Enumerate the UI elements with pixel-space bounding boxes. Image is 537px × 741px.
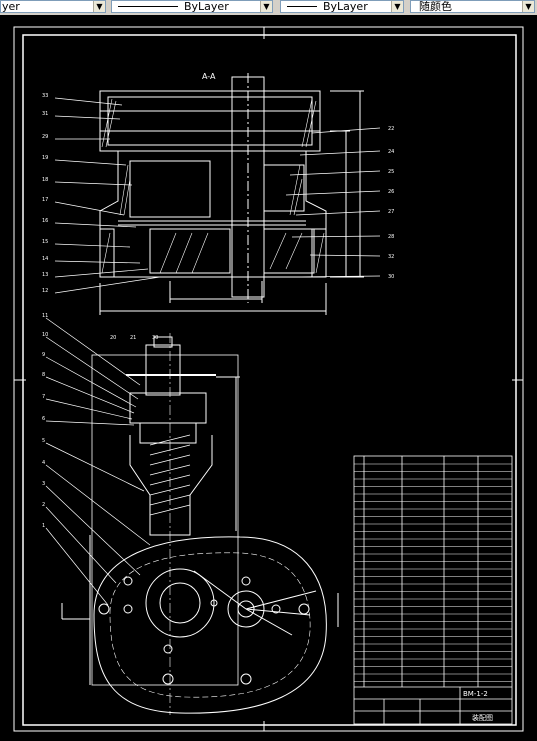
outer-frame bbox=[13, 26, 524, 732]
section-view-a-a bbox=[99, 73, 364, 315]
lineweight-sample-line bbox=[287, 6, 317, 7]
bottom-leaders bbox=[45, 317, 151, 606]
parts-list-table bbox=[353, 455, 513, 725]
callout-number: 17 bbox=[42, 197, 48, 203]
chevron-down-icon[interactable]: ▼ bbox=[522, 1, 534, 12]
color-control-dropdown[interactable]: 随颜色 ▼ bbox=[410, 0, 535, 13]
top-leaders-right bbox=[285, 127, 381, 278]
callout-number: 30 bbox=[152, 335, 158, 341]
callout-number: 25 bbox=[388, 169, 394, 175]
assembly-drawing: A-A BM-1-2 装配图 3331291918171615141312222… bbox=[13, 26, 524, 732]
chevron-down-icon[interactable]: ▼ bbox=[391, 1, 403, 12]
chevron-down-icon[interactable]: ▼ bbox=[260, 1, 272, 12]
callout-number: 3 bbox=[42, 481, 45, 487]
callout-number: 20 bbox=[110, 335, 116, 341]
color-control-value: 随颜色 bbox=[419, 0, 452, 13]
top-leaders-left bbox=[54, 97, 161, 294]
drawing-number: BM-1-2 bbox=[463, 690, 488, 698]
lineweight-control-dropdown[interactable]: ByLayer ▼ bbox=[280, 0, 404, 13]
front-view bbox=[61, 333, 339, 715]
callout-number: 19 bbox=[42, 155, 48, 161]
callout-number: 24 bbox=[388, 149, 394, 155]
callout-number: 16 bbox=[42, 218, 48, 224]
layer-control-dropdown[interactable]: yer ▼ bbox=[0, 0, 106, 13]
drawing-title: 装配图 bbox=[472, 713, 493, 722]
lineweight-control-value: ByLayer bbox=[323, 0, 368, 13]
callout-number: 11 bbox=[42, 313, 48, 319]
callout-number: 14 bbox=[42, 256, 48, 262]
callout-number: 4 bbox=[42, 460, 45, 466]
callout-number: 31 bbox=[42, 111, 48, 117]
linetype-sample-line bbox=[118, 6, 178, 7]
callout-number: 22 bbox=[388, 126, 394, 132]
callout-number: 30 bbox=[388, 274, 394, 280]
callout-number: 9 bbox=[42, 352, 45, 358]
callout-number: 21 bbox=[130, 335, 136, 341]
callout-number: 2 bbox=[42, 502, 45, 508]
callout-number: 15 bbox=[42, 239, 48, 245]
callout-number: 8 bbox=[42, 372, 45, 378]
callout-number: 1 bbox=[42, 523, 45, 529]
callout-number: 27 bbox=[388, 209, 394, 215]
callout-number: 18 bbox=[42, 177, 48, 183]
callout-number: 7 bbox=[42, 394, 45, 400]
linetype-control-dropdown[interactable]: ByLayer ▼ bbox=[111, 0, 273, 13]
chevron-down-icon[interactable]: ▼ bbox=[93, 1, 105, 12]
callout-number: 29 bbox=[42, 134, 48, 140]
callout-number: 5 bbox=[42, 438, 45, 444]
section-label: A-A bbox=[202, 72, 216, 81]
layer-control-value: yer bbox=[2, 0, 20, 13]
linetype-control-value: ByLayer bbox=[184, 0, 229, 13]
callout-number: 32 bbox=[388, 254, 394, 260]
callout-number: 13 bbox=[42, 272, 48, 278]
callout-number: 12 bbox=[42, 288, 48, 294]
callout-number: 10 bbox=[42, 332, 48, 338]
callout-number: 26 bbox=[388, 189, 394, 195]
properties-toolbar: yer ▼ ByLayer ▼ ByLayer ▼ 随颜色 ▼ bbox=[0, 0, 537, 16]
callout-number: 33 bbox=[42, 93, 48, 99]
callout-number: 6 bbox=[42, 416, 45, 422]
callout-number: 28 bbox=[388, 234, 394, 240]
